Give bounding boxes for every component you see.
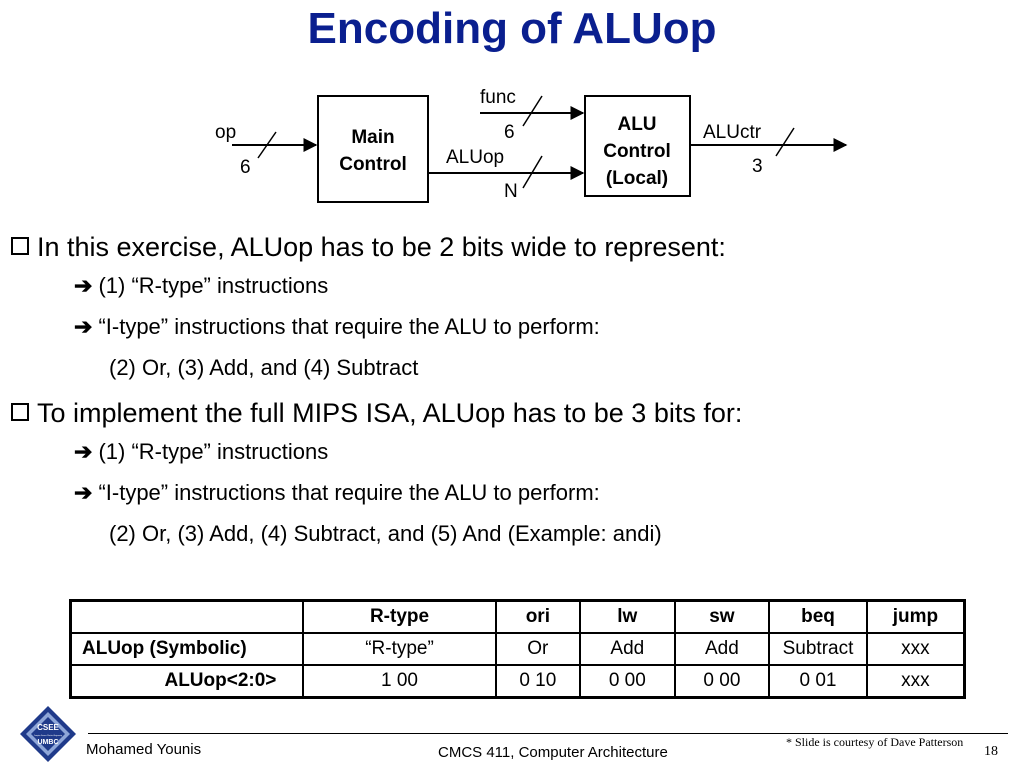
footer-author: Mohamed Younis: [86, 741, 202, 758]
page-number: 18: [984, 744, 998, 759]
func-width-slash: [522, 95, 543, 127]
bullet-1-sub-2: ➔“I-type” instructions that require the …: [74, 314, 600, 339]
table-cell: 0 00: [579, 664, 676, 699]
table-header-cell: ori: [494, 599, 582, 634]
arrow-right-icon: ➔: [74, 480, 93, 505]
op-label: op: [215, 122, 236, 143]
csee-umbc-logo: CSEE Computer Science / Electrical Engin…: [20, 706, 76, 762]
arrow-right-icon: ➔: [74, 314, 93, 339]
table-cell: 0 00: [673, 664, 771, 699]
table-header-cell: [69, 599, 305, 634]
main-control-label-2: Control: [339, 154, 407, 175]
alu-control-label-3: (Local): [606, 168, 668, 189]
slide-title: Encoding of ALUop: [307, 4, 717, 53]
aluctr-width-label: 3: [752, 156, 763, 177]
op-width-label: 6: [240, 157, 251, 178]
table-header-row: R-type ori lw sw beq jump: [69, 599, 966, 634]
svg-text:Computer Science / Electrical: Computer Science / Electrical Engineerin…: [34, 734, 62, 737]
func-width-label: 6: [504, 122, 515, 143]
aluop-width-label: N: [504, 181, 518, 202]
square-bullet-icon: [11, 237, 29, 255]
op-width-slash: [257, 131, 277, 159]
bullet-2-sub-2: ➔“I-type” instructions that require the …: [74, 480, 600, 505]
aluop-width-slash: [522, 155, 543, 189]
aluctr-label: ALUctr: [703, 122, 762, 143]
table-header-cell: jump: [865, 599, 966, 634]
bullet-2-sub-3: (2) Or, (3) Add, (4) Subtract, and (5) A…: [109, 521, 662, 546]
bullet-2: To implement the full MIPS ISA, ALUop ha…: [8, 398, 1008, 438]
table-row-label: ALUop (Symbolic): [69, 632, 305, 666]
bullet-1-sub-3: (2) Or, (3) Add, and (4) Subtract: [109, 355, 419, 380]
footer-divider: [88, 733, 1008, 734]
alu-control-label-2: Control: [603, 141, 671, 162]
alu-control-label-1: ALU: [617, 114, 656, 135]
table-row: ALUop<2:0> 1 00 0 10 0 00 0 00 0 01 xxx: [69, 664, 966, 699]
alu-control-block: [584, 95, 691, 197]
table-cell: “R-type”: [302, 632, 497, 666]
table-cell: Or: [494, 632, 582, 666]
main-control-label-1: Main: [351, 127, 394, 148]
bullet-2-sub-1: ➔(1) “R-type” instructions: [74, 439, 329, 464]
table-row-label: ALUop<2:0>: [69, 664, 305, 699]
svg-text:CSEE: CSEE: [37, 723, 59, 732]
table-header-cell: R-type: [302, 599, 497, 634]
table-cell: 0 10: [494, 664, 582, 699]
main-control-block: [317, 95, 429, 203]
table-header-cell: beq: [768, 599, 868, 634]
footer-course: CMCS 411, Computer Architecture: [438, 744, 668, 761]
table-cell: 1 00: [302, 664, 497, 699]
table-cell: xxx: [865, 664, 966, 699]
table-cell: Add: [579, 632, 676, 666]
table-header-cell: lw: [579, 599, 676, 634]
aluop-encoding-table: R-type ori lw sw beq jump ALUop (Symboli…: [69, 599, 966, 699]
table-cell: Add: [673, 632, 771, 666]
table-header-cell: sw: [673, 599, 771, 634]
svg-text:UMBC: UMBC: [38, 739, 59, 746]
table-cell: 0 01: [768, 664, 868, 699]
arrow-right-icon: ➔: [74, 439, 93, 464]
alu-control-diagram: Main Control ALU Control (Local) op 6 fu…: [215, 87, 848, 203]
footer-courtesy-note: * Slide is courtesy of Dave Patterson: [786, 735, 964, 749]
arrow-right-icon: ➔: [74, 273, 93, 298]
aluctr-width-slash: [775, 127, 795, 157]
bullet-1-sub-1: ➔(1) “R-type” instructions: [74, 273, 329, 298]
bullet-list: In this exercise, ALUop has to be 2 bits…: [8, 232, 1008, 562]
table-cell: Subtract: [768, 632, 868, 666]
bullet-1: In this exercise, ALUop has to be 2 bits…: [8, 232, 1008, 272]
table-row: ALUop (Symbolic) “R-type” Or Add Add Sub…: [69, 632, 966, 666]
square-bullet-icon: [11, 403, 29, 421]
func-label: func: [480, 87, 516, 108]
aluop-label: ALUop: [446, 147, 504, 168]
table-cell: xxx: [865, 632, 966, 666]
